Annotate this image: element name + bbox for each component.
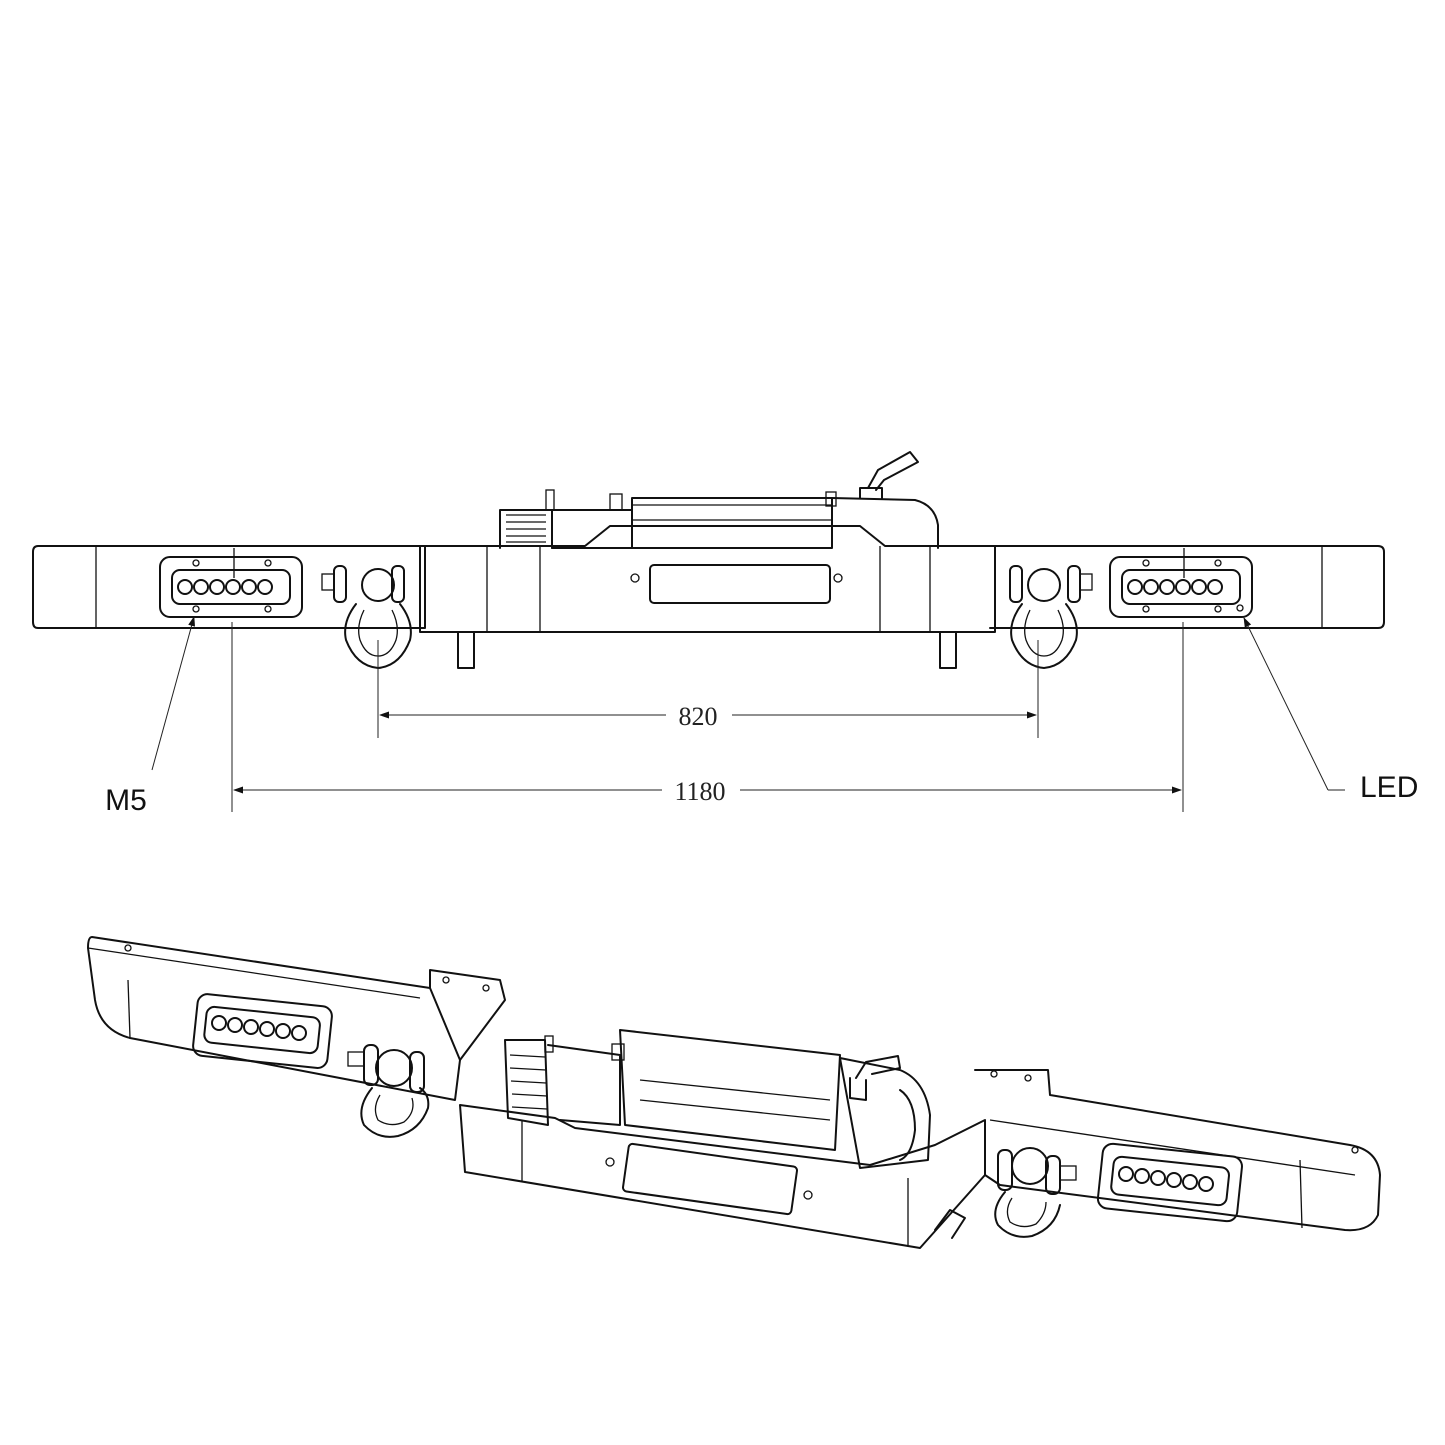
iso-left-wing xyxy=(87,936,506,1138)
callout-led-label: LED xyxy=(1360,771,1418,804)
dimension-1180: 1180 xyxy=(233,777,1182,806)
iso-right-wing xyxy=(974,1069,1381,1238)
front-view: 820 1180 M5 LED xyxy=(32,451,1418,817)
front-left-shackle xyxy=(321,565,412,669)
callout-led: LED xyxy=(1243,617,1418,804)
dimension-1180-label: 1180 xyxy=(674,777,725,806)
front-right-led-light xyxy=(1109,548,1253,618)
front-bumper-bar xyxy=(32,525,1385,669)
iso-center-plate xyxy=(459,1104,986,1249)
front-winch xyxy=(499,451,939,549)
dimension-820-label: 820 xyxy=(679,702,718,731)
callout-m5-label: M5 xyxy=(105,784,147,817)
iso-winch xyxy=(504,1029,931,1169)
dimension-820: 820 xyxy=(379,702,1037,731)
front-left-led-light xyxy=(159,548,303,618)
isometric-view xyxy=(87,936,1381,1249)
callout-m5: M5 xyxy=(105,616,195,817)
front-right-shackle xyxy=(1009,565,1093,669)
